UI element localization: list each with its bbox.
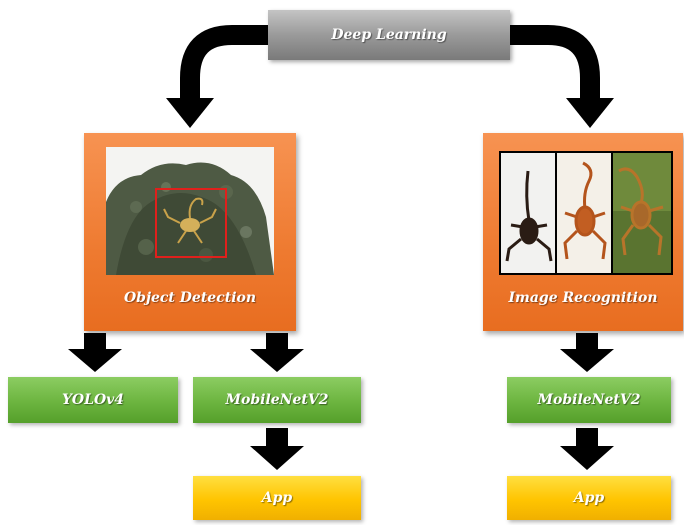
app-left-node: App — [193, 476, 361, 520]
arrow-to-mobilenetv2-right — [560, 333, 614, 372]
scorpion-icon — [163, 197, 217, 244]
deep-learning-node: Deep Learning — [268, 10, 510, 60]
scorpion-detection-photo — [106, 147, 274, 275]
arrow-to-yolov4 — [68, 333, 122, 372]
app-left-label: App — [261, 490, 293, 506]
yolov4-node: YOLOv4 — [8, 377, 178, 423]
app-right-node: App — [507, 476, 671, 520]
arrow-to-mobilenetv2-left — [250, 333, 304, 372]
object-detection-label: Object Detection — [123, 290, 257, 306]
detection-bounding-box — [155, 188, 227, 258]
mobilenetv2-left-label: MobileNetV2 — [225, 392, 329, 408]
arrow-to-app-left — [250, 428, 304, 470]
image-recognition-node: Image Recognition — [483, 133, 683, 331]
mobilenetv2-right-label: MobileNetV2 — [537, 392, 641, 408]
object-detection-node: Object Detection — [84, 133, 296, 331]
scorpion-orange-icon — [563, 161, 607, 260]
app-right-label: App — [573, 490, 605, 506]
yolov4-label: YOLOv4 — [61, 392, 125, 408]
image-recognition-label: Image Recognition — [508, 290, 658, 306]
mobilenetv2-left-node: MobileNetV2 — [193, 377, 361, 423]
mobilenetv2-right-node: MobileNetV2 — [507, 377, 671, 423]
deep-learning-label: Deep Learning — [331, 27, 447, 43]
arrow-root-to-image-recognition — [510, 25, 614, 128]
scorpion-dark-icon — [505, 170, 553, 262]
scorpion-species-photos — [499, 151, 673, 275]
arrow-root-to-object-detection — [166, 25, 268, 128]
scorpion-green-bg-icon — [618, 167, 664, 256]
arrow-to-app-right — [560, 428, 614, 470]
